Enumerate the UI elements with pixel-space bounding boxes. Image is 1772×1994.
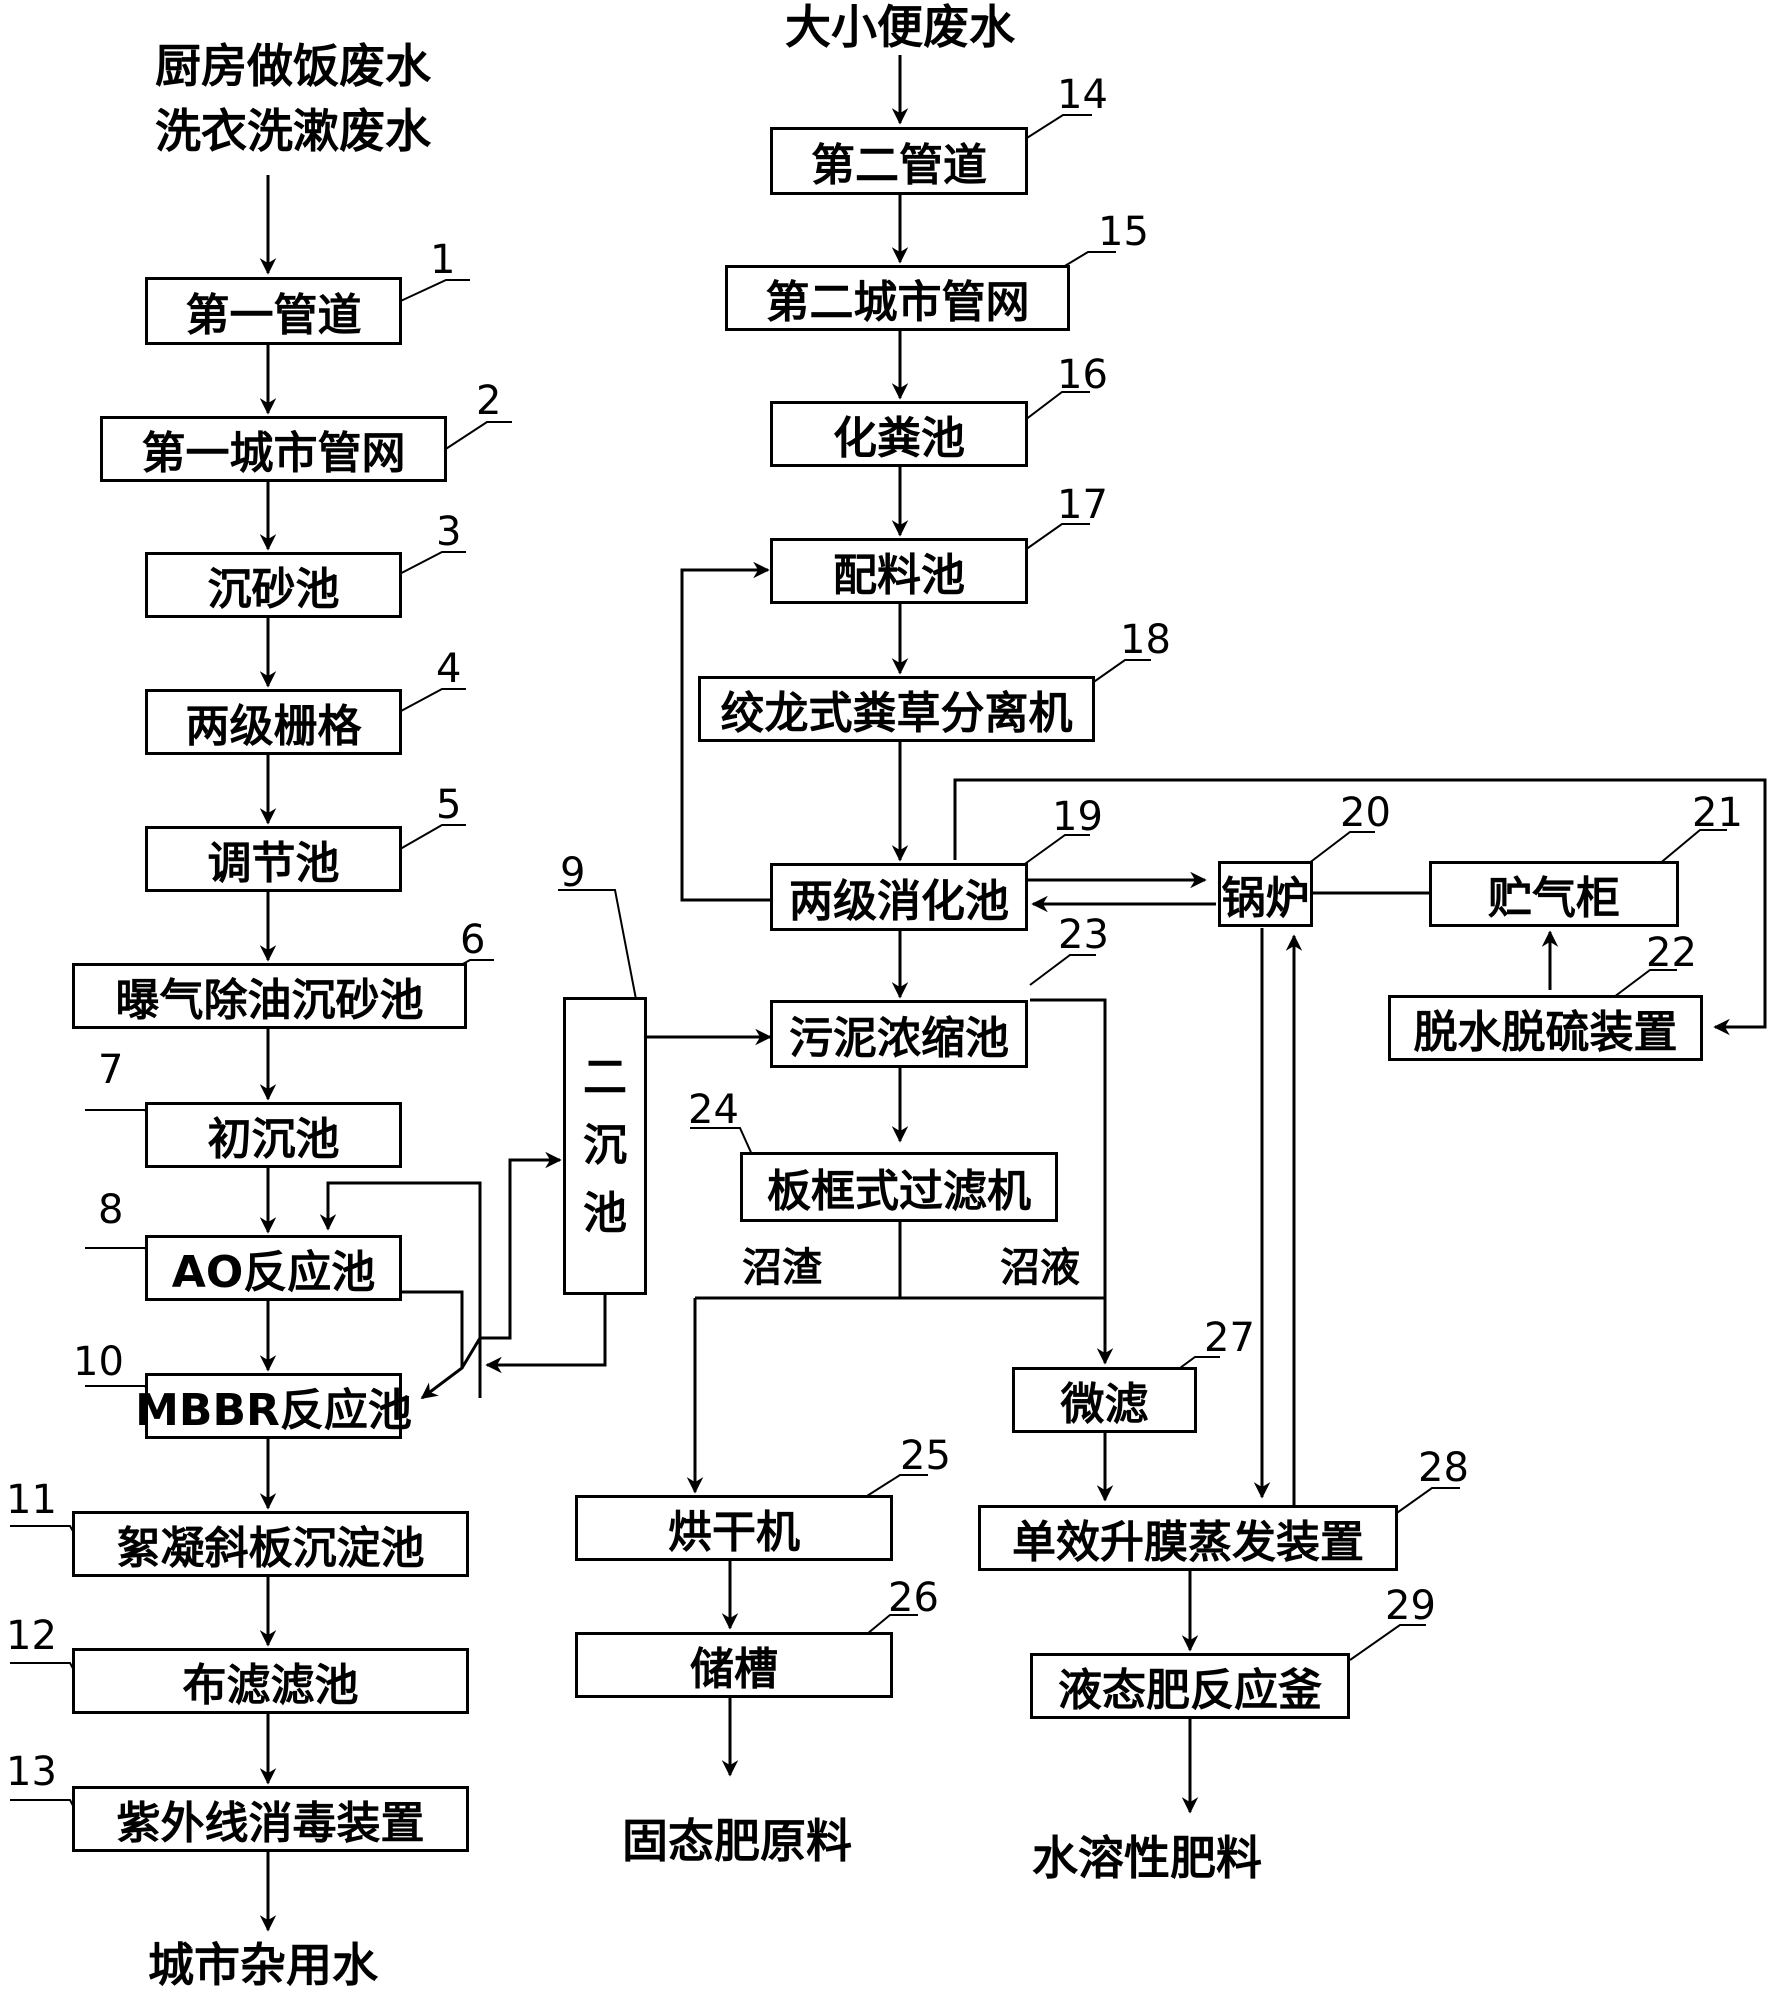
line-clarifier-return [485,1295,607,1374]
ref-num-13: 13 [6,1749,57,1795]
box-flocculation-settler: 絮凝斜板沉淀池 [72,1511,469,1577]
input-laundry-wastewater: 洗衣洗漱废水 [155,104,431,158]
box-gas-holder: 贮气柜 [1429,861,1679,927]
leader-23 [1029,954,1096,986]
box-film-evaporator: 单效升膜蒸发装置 [978,1505,1398,1571]
box-secondary-clarifier: 二 沉 池 [563,997,647,1295]
ref-num-12: 12 [6,1613,57,1659]
leader-3 [387,551,466,581]
output-liquid-fertilizer: 水溶性肥料 [1032,1831,1262,1885]
input-kitchen-wastewater: 厨房做饭废水 [155,39,431,93]
ref-num-28: 28 [1418,1445,1469,1491]
ref-num-17: 17 [1057,482,1108,528]
box-aerated-grit-chamber: 曝气除油沉砂池 [72,963,467,1029]
ref-num-21: 21 [1692,790,1743,836]
box-uv-disinfection: 紫外线消毒装置 [72,1786,469,1852]
leader-21 [1651,829,1727,871]
leader-20 [1299,831,1375,871]
ref-num-20: 20 [1340,790,1391,836]
box-batching-tank: 配料池 [770,538,1028,604]
box-equalization-tank: 调节池 [145,826,402,892]
box-cloth-filter: 布滤滤池 [72,1648,469,1714]
leader-9 [558,889,641,1021]
leader-1 [391,279,470,306]
box-screw-separator: 绞龙式粪草分离机 [698,676,1095,742]
box-first-city-network: 第一城市管网 [100,416,447,482]
ref-num-3: 3 [436,509,462,555]
ref-num-26: 26 [888,1575,939,1621]
line-19-to-22 [953,778,1767,1036]
ref-num-15: 15 [1098,209,1149,255]
line-ao-out [400,1290,464,1400]
output-solid-fertilizer: 固态肥原料 [622,1814,852,1868]
ref-num-7: 7 [98,1047,124,1093]
leader-2 [431,421,512,459]
leader-5 [387,824,466,857]
ref-num-27: 27 [1204,1315,1255,1361]
box-two-stage-screen: 两级栅格 [145,689,402,755]
connector-lines [259,55,1767,1932]
line-23-to-27 [1030,998,1114,1365]
box-second-pipeline: 第二管道 [770,127,1028,195]
box-mbbr-reactor: MBBR反应池 [135,1373,412,1439]
box-plate-frame-filter: 板框式过滤机 [740,1152,1058,1222]
branch-label-liquid: 沼液 [1000,1245,1080,1291]
clarifier-char-1: 二 [583,1052,627,1103]
line-to-clarifier [460,1151,562,1369]
leader-29 [1349,1624,1426,1661]
leader-22 [1609,969,1677,1001]
box-dryer: 烘干机 [575,1495,893,1561]
ref-num-2: 2 [476,378,502,424]
ref-num-1: 1 [430,237,456,283]
clarifier-char-2: 沉 [583,1120,627,1171]
box-ao-reactor: AO反应池 [145,1235,402,1301]
leader-4 [387,688,466,719]
ref-num-18: 18 [1120,617,1171,663]
line-return-to-ao [319,1181,482,1398]
ref-num-5: 5 [436,782,462,828]
ref-num-29: 29 [1385,1583,1436,1629]
box-septic-tank: 化粪池 [770,401,1028,467]
ref-num-19: 19 [1052,794,1103,840]
ref-num-25: 25 [900,1433,951,1479]
ref-num-9: 9 [560,850,586,896]
box-second-city-network: 第二城市管网 [725,265,1070,331]
leader-19 [1021,834,1090,867]
ref-num-8: 8 [98,1187,124,1233]
ref-num-16: 16 [1057,352,1108,398]
ref-num-23: 23 [1058,912,1109,958]
branch-label-solid: 沼渣 [742,1245,822,1291]
ref-num-22: 22 [1646,930,1697,976]
box-grit-chamber: 沉砂池 [145,552,402,618]
box-primary-clarifier: 初沉池 [145,1102,402,1168]
box-dewater-desulfurizer: 脱水脱硫装置 [1388,995,1703,1061]
box-boiler: 锅炉 [1218,861,1313,927]
ref-num-14: 14 [1057,72,1108,118]
box-two-stage-digester: 两级消化池 [770,863,1028,931]
line-19-recycle-to-17 [680,561,772,902]
clarifier-char-3: 池 [583,1188,627,1239]
box-microfiltration: 微滤 [1012,1367,1197,1433]
box-sludge-thickener: 污泥浓缩池 [770,1000,1028,1068]
ref-num-4: 4 [436,646,462,692]
box-first-pipeline: 第一管道 [145,277,402,345]
ref-num-6: 6 [460,917,486,963]
ref-num-24: 24 [688,1087,739,1133]
output-reuse-water: 城市杂用水 [148,1938,378,1992]
box-liquid-fertilizer-reactor: 液态肥反应釜 [1030,1653,1350,1719]
input-toilet-wastewater: 大小便废水 [785,0,1015,54]
ref-num-10: 10 [73,1339,124,1385]
box-storage-tank: 储槽 [575,1632,893,1698]
ref-num-11: 11 [6,1477,57,1523]
